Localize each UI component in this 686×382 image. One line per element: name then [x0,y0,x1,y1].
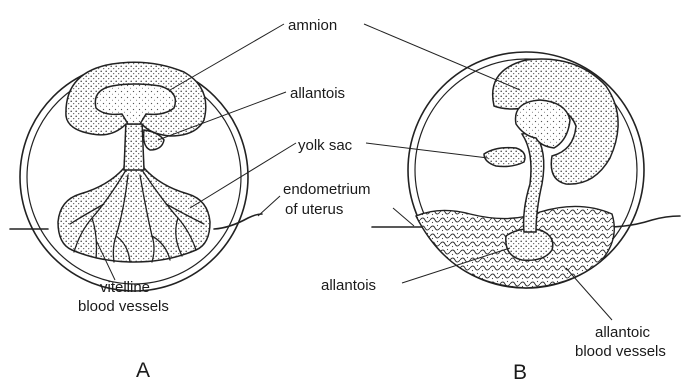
label-allantoic-line2: blood vessels [575,343,666,360]
embryo-b [516,100,571,148]
label-yolk-sac: yolk sac [298,137,353,154]
panel-a-drawing [10,62,262,291]
label-allantois-top: allantois [290,85,345,102]
label-endometrium-line1: endometrium [283,181,371,198]
panel-label-b: B [513,361,527,382]
allantois-b [506,229,553,260]
panel-b-drawing [372,52,680,288]
label-vitelline-line2: blood vessels [78,298,169,315]
panel-label-a: A [136,359,150,382]
stalk-a [124,120,144,170]
label-amnion: amnion [288,17,337,34]
label-allantoic-line1: allantoic [595,324,651,341]
label-endometrium-line2: of uterus [285,201,343,218]
uterine-surface-right-a [214,214,262,229]
yolk-sac-b [484,148,525,167]
label-allantois-bottom: allantois [321,277,376,294]
label-vitelline-line1: vitelline [100,279,150,296]
